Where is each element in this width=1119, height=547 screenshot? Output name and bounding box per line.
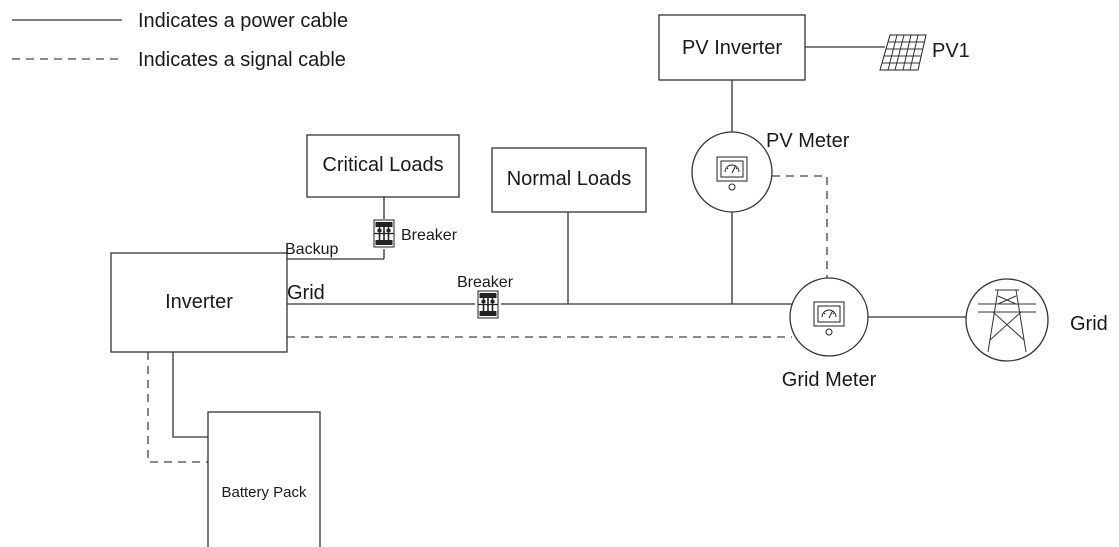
pv-inverter-box (658, 14, 806, 81)
grid-connection-label: Grid (287, 282, 325, 304)
inverter-label: Inverter (165, 291, 233, 313)
battery-pack-box (207, 411, 321, 547)
breaker-grid-icon (477, 290, 499, 319)
pv1-label: PV1 (932, 40, 970, 62)
signal-inverter-battery (147, 352, 208, 463)
legend-signal-label: Indicates a signal cable (138, 49, 346, 71)
cable-inverter-battery (172, 352, 208, 438)
legend-power-label: Indicates a power cable (138, 10, 348, 32)
normal-loads-label: Normal Loads (507, 168, 632, 190)
pv-meter (691, 131, 773, 213)
critical-loads-label: Critical Loads (322, 154, 443, 176)
breaker-backup-label: Breaker (401, 227, 458, 244)
grid-tower-icon (965, 278, 1049, 362)
breaker-grid-label: Breaker (457, 274, 514, 291)
critical-loads-box (306, 134, 460, 198)
pv-meter-label: PV Meter (766, 130, 850, 152)
inverter-box (110, 252, 288, 353)
grid-source-label: Grid (1070, 313, 1108, 335)
breaker-backup-icon (373, 219, 395, 248)
grid-meter-label: Grid Meter (782, 369, 877, 391)
battery-pack-label: Battery Pack (221, 484, 307, 501)
backup-label: Backup (285, 241, 338, 258)
signal-pv-meter-grid-meter (772, 175, 828, 281)
solar-panel-icon (879, 34, 927, 71)
normal-loads-box (491, 147, 647, 213)
pv-inverter-label: PV Inverter (682, 37, 782, 59)
grid-meter (789, 277, 869, 357)
